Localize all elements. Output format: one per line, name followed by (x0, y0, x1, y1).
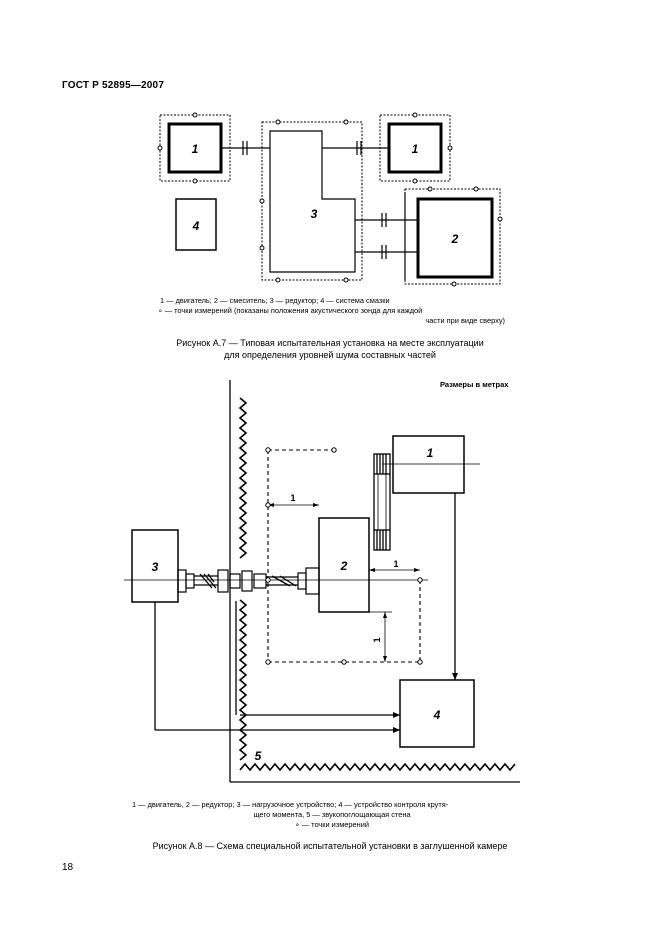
measurement-point (265, 659, 271, 665)
measurement-point (259, 198, 265, 204)
measurement-point (275, 277, 281, 283)
measurement-point (157, 145, 163, 151)
a7-legend-line: ∘ — точки измерений (показаны положения … (158, 306, 423, 315)
a8-absorbing-wall-upper (238, 397, 248, 559)
measurement-point (427, 186, 433, 192)
a7-label-gearbox: 3 (311, 207, 318, 221)
measurement-point (451, 281, 457, 287)
a7-motor-right-box (387, 122, 443, 174)
a8-dim-right-vertical: 1 (372, 637, 382, 642)
measurement-point (192, 178, 198, 184)
a8-caption: Рисунок А.8 — Схема специальной испытате… (152, 841, 508, 851)
a7-gearbox-envelope (261, 121, 363, 281)
measurement-point (417, 659, 423, 665)
measurement-point (447, 145, 453, 151)
a7-label-motor-right: 1 (412, 142, 419, 156)
a8-label-motor: 1 (427, 446, 434, 460)
a7-mixer-box (416, 197, 494, 279)
a8-absorbing-floor (239, 762, 516, 772)
a8-label-torque-control: 4 (433, 708, 441, 722)
measurement-point (412, 178, 418, 184)
measurement-point (265, 502, 271, 508)
page-number: 18 (62, 862, 74, 873)
measurement-point (343, 277, 349, 283)
measurement-point (341, 659, 347, 665)
a8-dim-right-horizontal: 1 (393, 559, 398, 569)
measurement-point (265, 447, 271, 453)
a8-torque-control-box (399, 679, 475, 748)
measurement-point (265, 577, 271, 583)
a8-legend-line: щего момента, 5 — звукопоглощающая стена (253, 810, 411, 819)
a7-label-mixer: 2 (451, 232, 459, 246)
a7-lubrication-box (175, 198, 217, 251)
a8-load-device-box (131, 529, 179, 603)
measurement-point (331, 447, 337, 453)
a8-legend-line: ∘ — точки измерений (295, 820, 369, 829)
a7-label-motor-left: 1 (192, 142, 199, 156)
a8-legend: 1 — двигатель, 2 — редуктор; 3 — нагрузо… (132, 800, 532, 830)
a8-label-wall: 5 (255, 749, 262, 763)
a8-dim-top: 1 (290, 493, 295, 503)
measurement-point (497, 216, 503, 222)
a7-caption-line: Рисунок А.7 — Типовая испытательная уста… (176, 338, 484, 348)
a8-absorbing-wall-lower (238, 599, 248, 761)
a7-mixer-envelope (404, 188, 501, 285)
measurement-point (417, 577, 423, 583)
measurement-point (259, 245, 265, 251)
standard-id: ГОСТ Р 52895—2007 (62, 80, 165, 91)
a7-legend-line: 1 — двигатель; 2 — смеситель; 3 — редукт… (160, 296, 390, 305)
measurement-point (343, 119, 349, 125)
figure-a7-drawing: 1 1 3 2 4 (157, 112, 503, 287)
a8-legend-line: 1 — двигатель, 2 — редуктор; 3 — нагрузо… (132, 800, 449, 809)
a8-measurement-points (265, 447, 423, 665)
a7-legend-line: части при виде сверху) (425, 316, 505, 325)
a8-units-note: Размеры в метрах (440, 380, 509, 389)
a8-motor-box (392, 435, 465, 494)
a7-caption-line: для определения уровней шума составных ч… (224, 350, 436, 360)
measurement-point (473, 186, 479, 192)
a7-measurement-points (157, 112, 503, 287)
a7-caption: Рисунок А.7 — Типовая испытательная уста… (100, 337, 560, 361)
a7-label-lubrication: 4 (192, 219, 200, 233)
a8-label-gearbox: 2 (340, 559, 348, 573)
a7-legend: 1 — двигатель; 2 — смеситель; 3 — редукт… (158, 296, 505, 326)
a8-label-load-device: 3 (152, 560, 159, 574)
measurement-point (275, 119, 281, 125)
measurement-point (192, 112, 198, 118)
measurement-point (412, 112, 418, 118)
a8-gearbox-box (318, 517, 370, 613)
a7-gearbox-box (269, 130, 356, 273)
